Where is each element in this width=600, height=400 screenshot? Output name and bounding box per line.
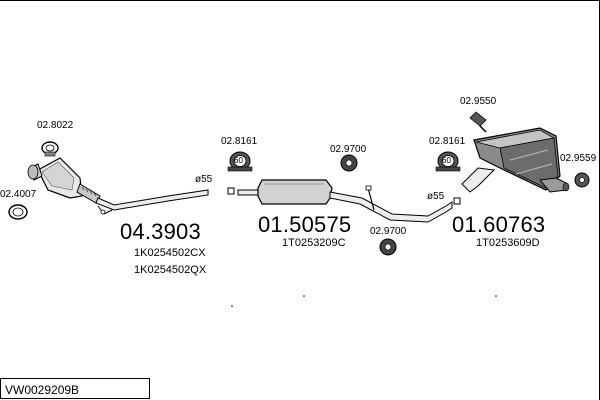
hanger-rear-icon (574, 172, 590, 188)
accessory-label-hanger-mid-lower: 02.9700 (370, 226, 407, 237)
pipe-diameter-label: ø55 (427, 191, 445, 202)
accessory-label-clamp-rear-mid: 02.8161 (429, 136, 466, 147)
clamp-60-icon (227, 151, 253, 172)
connector-mid-rear (453, 197, 461, 205)
hanger-lower-icon (379, 238, 397, 256)
accessory-label-clamp-front: 02.8022 (37, 120, 74, 131)
rear-silencer (461, 127, 570, 193)
connector-front-mid (227, 187, 235, 195)
middle-silencer (237, 179, 453, 223)
marker-dot (231, 305, 233, 307)
accessory-label-hanger-mid: 02.9700 (330, 144, 367, 155)
oe-number: 1T0253609D (476, 237, 540, 249)
part-number-front: 04.3903 (120, 219, 201, 244)
oe-number: 1T0253209C (282, 237, 346, 249)
hanger-icon (340, 154, 358, 172)
part-number-middle: 01.50575 (258, 212, 352, 237)
marker-dot (495, 295, 497, 297)
accessory-label-hanger-rear: 02.9559 (560, 153, 597, 164)
part-number-rear: 01.60763 (452, 212, 546, 237)
reference-box: VW0029209B (0, 378, 150, 399)
oe-number: 1K0254502QX (134, 264, 207, 276)
catalytic-converter (27, 157, 209, 215)
oe-number: 1K0254502CX (134, 247, 206, 259)
accessory-label-clamp-front-mid: 02.8161 (221, 136, 258, 147)
clamp-size-badge: 60 (234, 156, 243, 165)
accessory-label-hanger-rear-top: 02.9550 (460, 96, 497, 107)
clamp-60-rear-icon (435, 151, 461, 172)
clamp-icon (41, 141, 59, 157)
hanger-rear-top-icon (469, 111, 487, 133)
gasket-icon (8, 204, 28, 220)
marker-dot (303, 295, 305, 297)
clamp-size-badge: 60 (442, 156, 451, 165)
accessory-label-gasket: 02.4007 (0, 189, 37, 200)
pipe-diameter-label: ø55 (195, 174, 213, 185)
reference-code: VW0029209B (5, 383, 80, 397)
